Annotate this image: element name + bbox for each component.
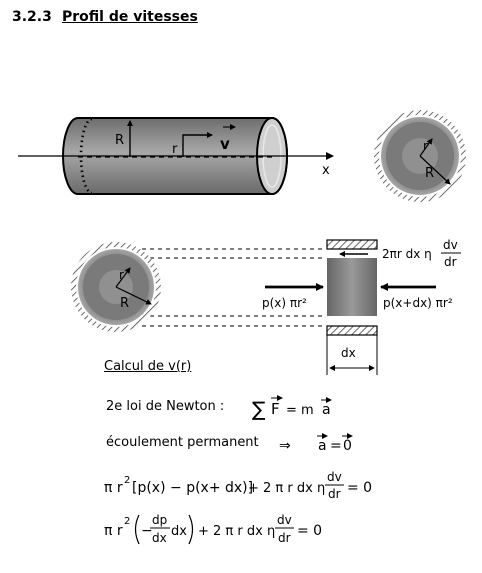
eq-newton-a: a	[322, 402, 331, 418]
eq2-pow: 2	[124, 516, 130, 527]
eq2-den2: dr	[278, 531, 291, 545]
eq1-plus: + 2 π r dx η	[248, 481, 325, 496]
eq2-plus: + 2 π r dx η	[198, 524, 275, 539]
newton-law-label: 2e loi de Newton :	[106, 399, 225, 414]
pressure-right-label: p(x+dx) πr²	[383, 296, 453, 310]
section-number: 3.2.3	[12, 9, 52, 25]
wall-bottom	[326, 325, 378, 336]
eq1-num: dv	[327, 470, 342, 484]
eq1-rhs: = 0	[347, 480, 372, 496]
eq2-den1: dx	[152, 531, 167, 545]
eq-perm-eq: =	[330, 438, 342, 454]
steady-flow-label: écoulement permanent	[106, 435, 259, 450]
r-arrow	[182, 132, 213, 157]
label-v: v	[220, 135, 230, 153]
eq-newton-eq: = m	[286, 403, 314, 418]
eq-perm-a: a	[318, 438, 327, 454]
cross-section-bottom: r R	[71, 242, 161, 332]
eq2-lhs: π r	[104, 523, 123, 539]
cylinder-diagram: R r v x	[18, 117, 334, 195]
eq2-dx: dx	[171, 524, 187, 539]
eq1-den: dr	[328, 487, 341, 501]
pressure-left-label: p(x) πr²	[262, 296, 307, 310]
eq2-paren-left	[134, 514, 140, 545]
cs-bottom-label-r: r	[119, 268, 124, 282]
shear-frac-den: dr	[444, 255, 457, 269]
label-x: x	[322, 163, 330, 178]
cs-bottom-label-R: R	[120, 296, 129, 311]
label-r: r	[172, 142, 178, 157]
eq2-minus: −	[141, 523, 153, 539]
calc-heading: Calcul de v(r)	[104, 359, 192, 374]
eq-newton-sum: ∑	[252, 397, 266, 421]
shear-frac-num: dv	[443, 238, 458, 252]
eq-perm-zero: 0	[343, 438, 352, 454]
section-title: Profil de vitesses	[62, 9, 198, 25]
eq1-lhs: π r	[104, 480, 123, 496]
cross-section-top: r R	[374, 110, 466, 202]
cs-top-label-R: R	[425, 166, 434, 181]
eq2-rhs: = 0	[297, 523, 322, 539]
element-diagram: r R 2πr dx η dv dr p(x) πr² p(x+dx) πr² …	[71, 238, 461, 375]
eq2-num1: dp	[152, 513, 167, 527]
eq2-num2: dv	[277, 513, 292, 527]
eq-newton-F: F	[271, 400, 280, 418]
eq-implies: ⇒	[279, 438, 291, 454]
wall-top	[326, 239, 378, 250]
shear-label: 2πr dx η	[382, 247, 432, 261]
eq1-pow: 2	[124, 475, 130, 486]
cs-top-label-r: r	[423, 139, 428, 153]
dx-label: dx	[341, 346, 356, 360]
eq1-bracket: [p(x) − p(x+ dx)]	[132, 480, 253, 496]
eq-1: π r 2 [p(x) − p(x+ dx)] + 2 π r dx η dv …	[104, 470, 372, 501]
label-R: R	[115, 133, 124, 148]
eq-2: π r 2 − dp dx dx + 2 π r dx η dv dr = 0	[104, 513, 322, 545]
eq2-paren-right	[188, 514, 194, 545]
fluid-element	[327, 258, 377, 316]
eq-permanent: ⇒ a = 0	[279, 433, 353, 454]
eq-newton: ∑ F = m a	[252, 395, 332, 421]
